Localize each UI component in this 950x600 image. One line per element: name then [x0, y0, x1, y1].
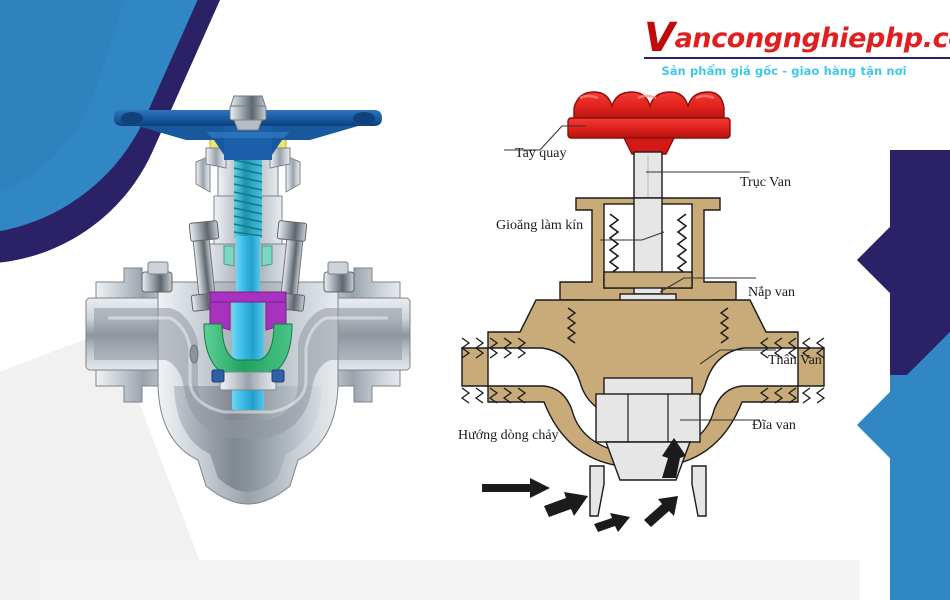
gland-nut-left [205, 147, 227, 169]
body-port [189, 344, 199, 364]
yoke-arm-left [195, 155, 211, 193]
handwheel-red[interactable] [567, 91, 731, 155]
stem-mid [236, 236, 260, 300]
right-valve-schematic-illustration [460, 91, 826, 532]
stem-nut [229, 95, 267, 131]
disc-holder-top [603, 377, 693, 397]
logo-tagline: Sản phẩm giá gốc - giao hàng tận nơi [661, 64, 907, 78]
gland-nut-right [269, 147, 291, 169]
label-nap-van: Nắp van [748, 285, 796, 300]
yoke-arm-right [285, 155, 301, 193]
disc-seat-green [203, 323, 293, 375]
logo-initial: V [644, 15, 675, 61]
decor-right-navy-block [890, 150, 950, 380]
bonnet-joint-thread [566, 307, 730, 344]
body-bolt-left [141, 261, 173, 293]
decor-right-blue-block [890, 375, 950, 600]
site-logo[interactable]: Vancongnghiephp.com Sản phẩm giá gốc - g… [644, 18, 950, 78]
label-than-van: Thân Van [768, 353, 822, 368]
stem-threaded-section [233, 146, 263, 238]
decor-right-blue-chevron [856, 318, 950, 532]
inlet-thread [460, 337, 527, 404]
decor-right-navy-chevron [856, 153, 950, 367]
body-bolt-right [323, 261, 355, 293]
label-tay-quay: Tay quay [515, 146, 567, 161]
seal-teal [223, 245, 273, 267]
left-valve-cutaway-illustration [85, 95, 411, 505]
logo-wordmark-rest: ancongnghiephp.com [674, 23, 950, 54]
stem-lower [232, 300, 264, 410]
label-dia-van: Đĩa van [752, 418, 796, 433]
label-gioang-lam-kin: Gioăng làm kín [496, 218, 584, 233]
flow-arrows [482, 438, 686, 532]
packing-gasket-right [676, 213, 688, 281]
decor-bottom-gray-band [40, 560, 860, 600]
disc-holder [595, 393, 701, 443]
logo-wordmark: Vancongnghiephp.com [644, 18, 950, 59]
seat-pin-left [211, 369, 225, 383]
seat-post-left [589, 465, 605, 517]
outlet-thread [759, 337, 826, 404]
label-truc-van: Trục Van [740, 175, 791, 190]
flow-cavity-highlight [108, 316, 388, 414]
seat-ring-steel [219, 371, 277, 391]
gasket-purple-band [209, 291, 287, 303]
seat-post-right [691, 465, 707, 517]
packing-follower [603, 271, 693, 289]
flow-cavity [94, 308, 402, 438]
packing-gasket-left [608, 213, 620, 281]
label-huong-dong-chay: Hướng dòng chảy [458, 428, 559, 443]
flow-cavity-white [487, 347, 799, 453]
seat-pin-right [271, 369, 285, 383]
